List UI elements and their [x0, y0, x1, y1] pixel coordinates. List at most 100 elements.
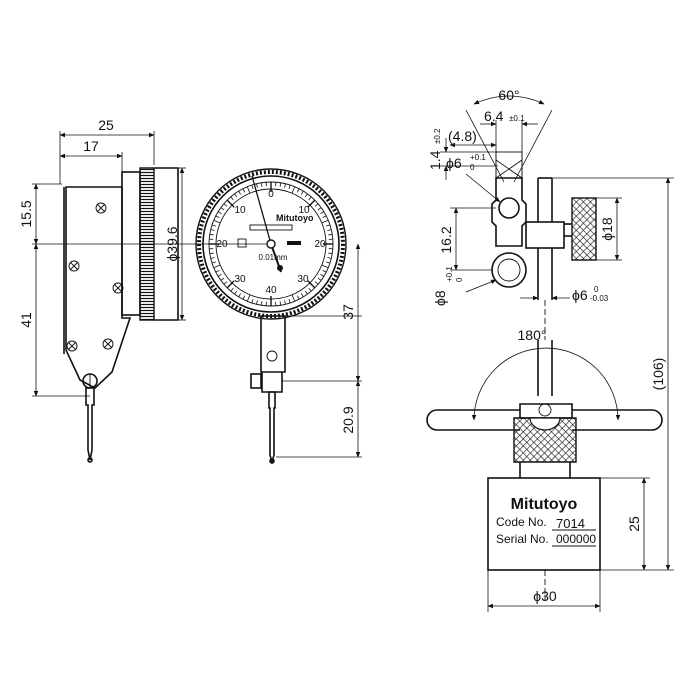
- dim-hole-6-tol-minus: 0: [470, 163, 475, 172]
- dial-tick: [300, 293, 304, 298]
- dial-tick: [256, 183, 258, 188]
- dial-tick: [279, 301, 282, 306]
- dial-tick: [260, 301, 263, 306]
- dial-tick: [220, 207, 225, 211]
- dial-tick: [322, 269, 327, 273]
- dial-tick: [327, 257, 332, 259]
- dim-1-4: 1.4: [427, 150, 443, 170]
- dial-tick: [291, 186, 296, 194]
- dial-tick: [210, 229, 215, 231]
- dial-number-20-right: 20: [314, 239, 326, 250]
- dial-tick: [226, 280, 235, 289]
- dim-hole-8-tol-minus: 0: [455, 277, 464, 282]
- dial-number-0: 0: [268, 189, 274, 200]
- dial-tick: [288, 299, 291, 304]
- dial-tick: [211, 261, 216, 264]
- dial-ticks: [209, 182, 333, 306]
- dial-tick: [328, 252, 333, 255]
- side-dim-41: 41: [18, 312, 34, 328]
- dial-tick: [217, 273, 222, 277]
- dial-tick: [307, 199, 316, 208]
- dial-tick: [304, 290, 308, 295]
- dial-tick: [246, 294, 251, 302]
- dial-tick: [317, 277, 322, 281]
- dial-tick: [226, 199, 235, 208]
- side-view: 25 17 15.5 41 ϕ39.6: [18, 117, 268, 463]
- dim-hole-8-tol-plus: +0.1: [445, 266, 454, 282]
- dim-16-2: 16.2: [438, 226, 454, 253]
- front-view: 0 10 10 20 20 30 30 40 Mitutoyo 0.01mm 3…: [195, 168, 362, 465]
- dial-tick: [288, 184, 291, 189]
- dial-tick: [215, 269, 220, 273]
- dial-tick: [279, 182, 282, 187]
- dial-tick: [242, 295, 246, 300]
- dial-number-10-right: 10: [298, 205, 310, 216]
- dial-tick: [307, 280, 316, 289]
- dial-tick: [322, 215, 327, 219]
- dial-number-20-left: 20: [216, 239, 228, 250]
- stand-view: 60° 6.4 ±0.1 (4.8) 1.4 ±0.2 ϕ6 +0.1 0: [426, 87, 674, 612]
- front-dim-37: 37: [340, 304, 356, 320]
- dial-tick: [320, 211, 325, 215]
- dial-brand: Mitutoyo: [276, 213, 314, 223]
- dim-1-4-tol: ±0.2: [433, 128, 442, 144]
- dim-total-106: (106): [650, 358, 666, 391]
- front-dim-20-9: 20.9: [340, 406, 356, 433]
- dim-rod-tol-plus: 0: [594, 285, 599, 294]
- dial-tick: [251, 299, 254, 304]
- dial-tick: [300, 190, 304, 195]
- side-dim-15-5: 15.5: [18, 200, 34, 227]
- dial-tick: [246, 186, 251, 194]
- dial-number-10-left: 10: [234, 205, 246, 216]
- dim-rod-6: ϕ6: [572, 287, 588, 303]
- dial-number-30-left: 30: [234, 274, 246, 285]
- dial-tick: [215, 215, 220, 219]
- dim-base-30: ϕ30: [533, 588, 557, 604]
- dial-tick: [317, 207, 322, 211]
- dial-tick: [234, 290, 238, 295]
- dial-tick: [223, 281, 228, 285]
- nameplate-code-label: Code No.: [496, 515, 547, 529]
- dial-tick: [308, 196, 312, 201]
- dial-tick: [213, 264, 221, 269]
- dial-tick: [314, 203, 319, 207]
- dial-tick: [308, 287, 312, 292]
- dial-tick: [320, 273, 325, 277]
- nameplate-serial-label: Serial No.: [496, 532, 549, 546]
- dial-tick: [326, 224, 331, 227]
- dial-tick: [242, 188, 246, 193]
- dial-tick: [209, 233, 214, 236]
- dial-tick: [213, 219, 221, 224]
- dial-tick: [251, 184, 254, 189]
- dim-rod-tol-minus: -0.03: [590, 294, 609, 303]
- dial-tick: [230, 196, 234, 201]
- dial-tick: [296, 295, 300, 300]
- screw-icon: [66, 202, 124, 352]
- dial-tick: [217, 211, 222, 215]
- nameplate-brand: Mitutoyo: [511, 496, 578, 513]
- dial-tick: [210, 257, 215, 259]
- dial-tick: [296, 188, 300, 193]
- dial-number-40: 40: [265, 285, 277, 296]
- dial-tick: [328, 233, 333, 236]
- dial-number-30-right: 30: [297, 274, 309, 285]
- dial-tick: [238, 190, 242, 195]
- dial-tick: [256, 300, 258, 305]
- side-dim-dial-diameter: ϕ39.6: [164, 226, 180, 261]
- side-dim-17: 17: [83, 138, 99, 154]
- dial-tick: [321, 264, 329, 269]
- dial-tick: [238, 293, 242, 298]
- dial-tick: [220, 277, 225, 281]
- nameplate-serial-value: 000000: [556, 532, 596, 546]
- dial-tick: [327, 229, 332, 231]
- dial-resolution: 0.01mm: [259, 253, 288, 262]
- nameplate-code-value: 7014: [556, 516, 585, 531]
- dial-tick: [209, 252, 214, 255]
- dial-tick: [284, 300, 286, 305]
- dim-hole-8: ϕ8: [432, 290, 448, 306]
- dial-tick: [321, 219, 329, 224]
- dial-tick: [230, 287, 234, 292]
- dim-knob-18: ϕ18: [599, 217, 615, 241]
